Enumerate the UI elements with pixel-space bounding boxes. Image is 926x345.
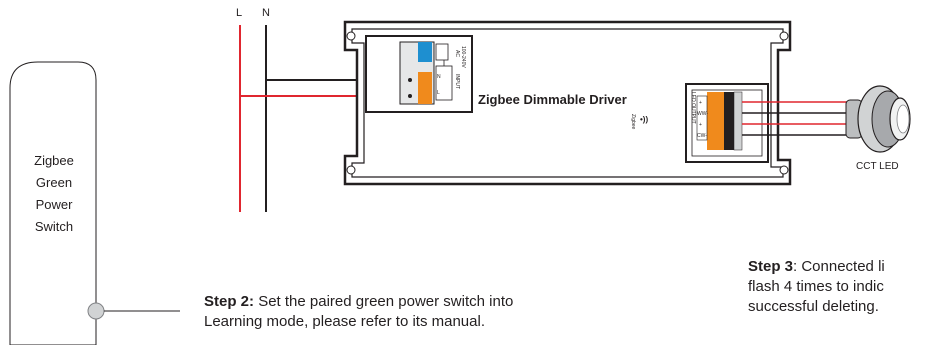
neutral-label: N [262, 7, 270, 19]
step-2-text: Set the paired green power switch into [258, 293, 514, 310]
input-terminal-block: N L AC 100-240V INPUT [365, 35, 473, 113]
output-plus-2: + [699, 122, 702, 128]
output-terminal-black [724, 92, 734, 150]
mount-hole [346, 165, 356, 175]
signal-icon: •)) [640, 115, 648, 124]
terminal-n-label: N [437, 74, 441, 80]
cct-led-lamp [845, 85, 911, 153]
terminal-screw [408, 78, 412, 82]
input-range-label: 100-240V [460, 46, 466, 68]
switch-label-line: Power [36, 197, 74, 212]
step-3-text: successful deleting. [748, 298, 879, 315]
input-terminal-blue [418, 42, 432, 62]
mount-hole [779, 165, 789, 175]
switch-label-line: Green [36, 175, 72, 190]
terminal-screw [408, 94, 412, 98]
zigbee-label: Zigbee [630, 114, 636, 130]
led-label: CCT LED [856, 161, 899, 172]
output-cw: CW- [697, 133, 707, 139]
step-3-text: flash 4 times to indic [748, 278, 884, 295]
learning-button [87, 302, 105, 320]
step-3-text: : Connected li [793, 258, 885, 275]
line-label: L [236, 7, 242, 19]
green-power-switch [9, 61, 97, 345]
step-3-heading: Step 3 [748, 258, 794, 275]
output-plus-1: + [699, 100, 702, 106]
switch-label-line: Zigbee [34, 153, 74, 168]
step-2-heading: Step 2: [204, 293, 255, 310]
driver-title: Zigbee Dimmable Driver [478, 92, 627, 107]
output-ww: WW- [697, 111, 708, 117]
output-label: LED OUTPUT [690, 92, 696, 124]
input-label: INPUT [454, 74, 460, 89]
step-3-note: Step 3: Connected li flash 4 times to in… [748, 257, 885, 317]
input-terminal-orange [418, 72, 432, 90]
switch-label-line: Switch [35, 219, 73, 234]
mount-hole [779, 31, 789, 41]
mount-hole [346, 31, 356, 41]
output-terminal-orange [707, 92, 725, 150]
input-ac-label: AC [454, 50, 460, 57]
input-terminal-orange [418, 90, 432, 104]
step-2-note: Step 2: Set the paired green power switc… [204, 292, 513, 332]
step-2-text: Learning mode, please refer to its manua… [204, 313, 485, 330]
output-terminal-block: + WW- + CW- LED OUTPUT [685, 83, 769, 163]
terminal-l-label: L [437, 90, 440, 96]
